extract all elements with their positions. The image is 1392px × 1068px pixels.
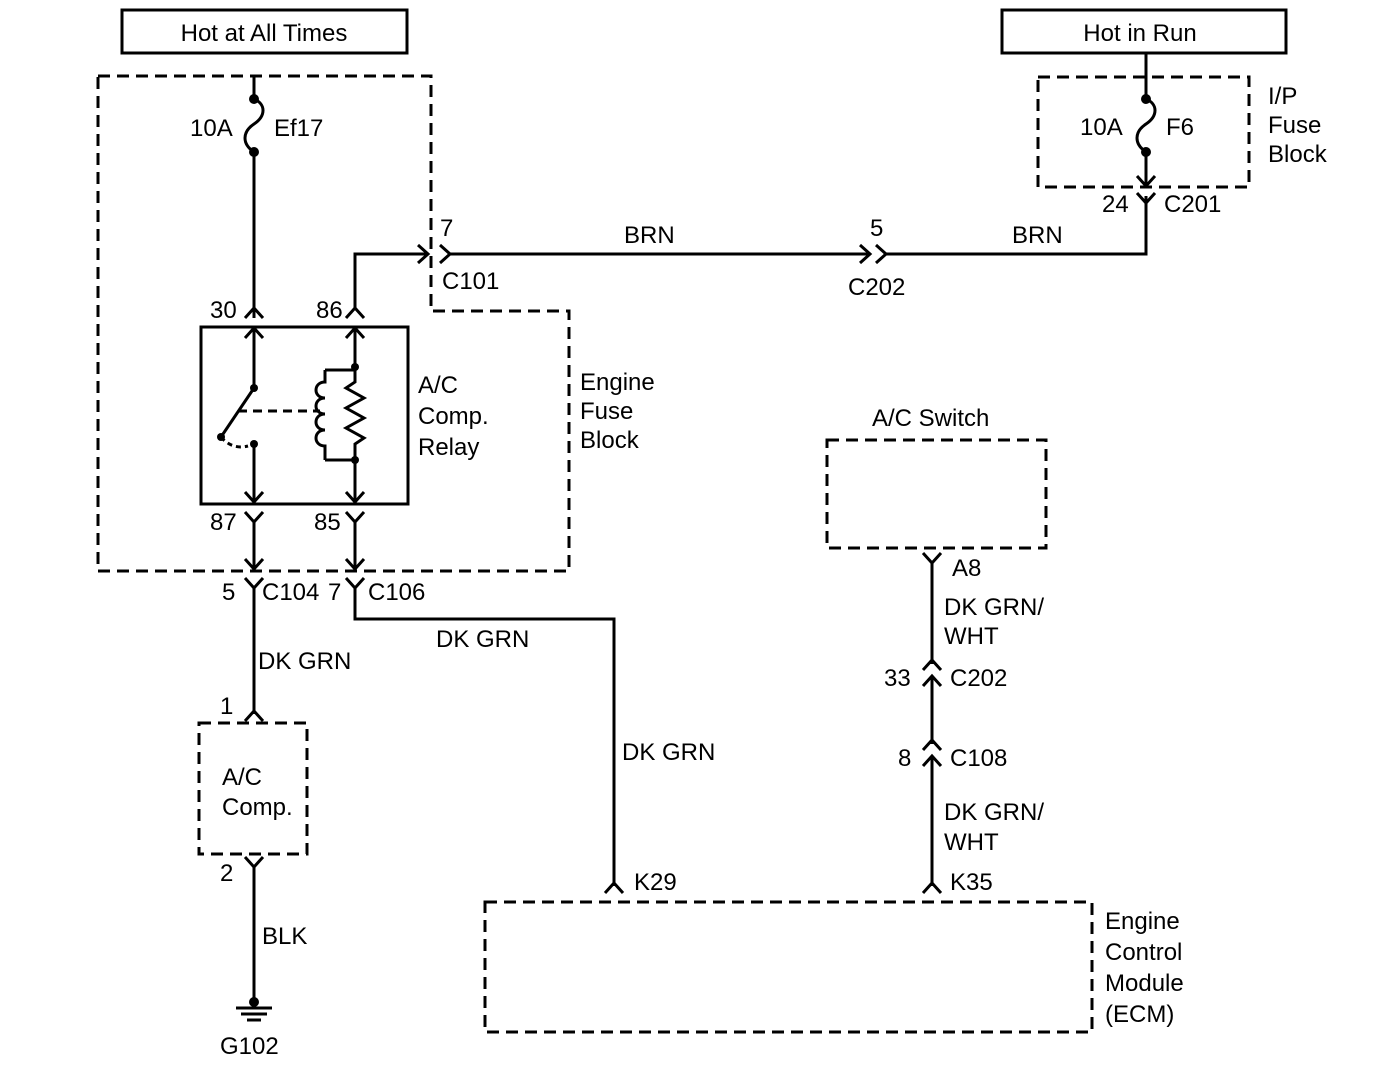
relay-pin-86-connector — [344, 305, 366, 320]
relay-pin-30-label: 30 — [210, 297, 237, 324]
wire-dkgrnwht-upper-1: DK GRN/ — [944, 594, 1044, 621]
k35-name: K35 — [950, 869, 993, 896]
c108-name: C108 — [950, 745, 1007, 772]
wire-dkgrnwht-lower-2: WHT — [944, 829, 999, 856]
c108-pin: 8 — [898, 745, 911, 772]
wire-brn-left-label: BRN — [624, 222, 675, 249]
relay-switch-nc-arc — [219, 435, 249, 449]
relay-pin-86-label: 86 — [316, 297, 343, 324]
ac-comp-pin-1-label: 1 — [220, 693, 233, 720]
ecm-label-4: (ECM) — [1105, 1001, 1174, 1028]
c202-top-pin: 5 — [870, 215, 883, 242]
fuse-ef17-name: Ef17 — [274, 115, 323, 142]
c202-mid-arrow-top — [921, 657, 943, 672]
relay-pin-87-arrow — [243, 490, 265, 505]
ground-dot — [249, 997, 259, 1007]
ip-fuse-block-label-2: Fuse — [1268, 112, 1321, 139]
hot-in-run-box — [1000, 8, 1288, 55]
connector-c101 — [438, 243, 453, 265]
relay-label-3: Relay — [418, 434, 479, 461]
connector-k35 — [921, 880, 943, 895]
relay-box — [199, 325, 410, 506]
wire-brn-right-label: BRN — [1012, 222, 1063, 249]
wire-dkgrn-c106-horizontal-label: DK GRN — [436, 626, 529, 653]
ac-switch-label: A/C Switch — [872, 405, 989, 432]
fuse-f6-symbol — [1135, 97, 1157, 154]
f6-arrow — [1135, 174, 1157, 189]
fuse-f6-name: F6 — [1166, 114, 1194, 141]
engine-fuse-block-outline — [96, 74, 571, 573]
connector-k29 — [603, 880, 625, 895]
c202-top-arrow — [858, 243, 873, 265]
a8-name: A8 — [952, 555, 981, 582]
relay-pin-85-label: 85 — [314, 509, 341, 536]
c101-arrow — [416, 243, 431, 265]
fuse-f6-rating: 10A — [1080, 114, 1123, 141]
engine-fuse-block-label-1: Engine — [580, 369, 655, 396]
connector-c202-top — [874, 243, 889, 265]
wire-brn-right — [886, 196, 1148, 256]
wire-86-up — [353, 252, 428, 308]
connector-c201 — [1135, 191, 1157, 206]
ac-comp-label-2: Comp. — [222, 794, 293, 821]
c106-name: C106 — [368, 579, 425, 606]
relay-pin-87-label: 87 — [210, 509, 237, 536]
c106-pin: 7 — [328, 579, 341, 606]
k29-name: K29 — [634, 869, 677, 896]
ip-fuse-block-outline — [1036, 75, 1251, 189]
ac-comp-pin-2-connector — [243, 855, 265, 870]
hot-in-run-label: Hot in Run — [1083, 20, 1196, 47]
wire-dkgrnwht-lower-1: DK GRN/ — [944, 799, 1044, 826]
ground-label: G102 — [220, 1033, 279, 1060]
connector-c106 — [344, 576, 366, 591]
connector-c104 — [243, 576, 265, 591]
relay-pin-87-connector — [243, 510, 265, 525]
fuse-ef17-rating: 10A — [190, 115, 233, 142]
c101-pin: 7 — [440, 215, 453, 242]
c201-name: C201 — [1164, 191, 1221, 218]
wire-c106-to-k29 — [353, 588, 616, 886]
c202-top-name: C202 — [848, 274, 905, 301]
ac-comp-pin-2-label: 2 — [220, 860, 233, 887]
wire-dkgrnwht-upper-2: WHT — [944, 623, 999, 650]
wire-blk-label: BLK — [262, 923, 307, 950]
c108-arrow-top — [921, 737, 943, 752]
ac-switch-outline — [825, 438, 1048, 550]
relay-87-down-arrow — [243, 557, 265, 572]
fuse-ef17-symbol — [243, 97, 265, 154]
connector-a8 — [921, 551, 943, 566]
ac-comp-label-1: A/C — [222, 764, 262, 791]
ac-comp-pin-1-connector — [243, 708, 265, 723]
ecm-label-1: Engine — [1105, 908, 1180, 935]
c202-mid-name: C202 — [950, 665, 1007, 692]
c104-pin: 5 — [222, 579, 235, 606]
c202-mid-pin: 33 — [884, 665, 911, 692]
relay-coil-icon — [314, 370, 327, 460]
relay-label-1: A/C — [418, 372, 458, 399]
ac-comp-outline — [197, 721, 309, 856]
c101-name: C101 — [442, 268, 499, 295]
ecm-label-3: Module — [1105, 970, 1184, 997]
ecm-outline — [483, 900, 1094, 1034]
engine-fuse-block-label-3: Block — [580, 427, 640, 454]
engine-fuse-block-label-2: Fuse — [580, 398, 633, 425]
relay-pin-85-arrow — [344, 490, 366, 505]
ip-fuse-block-label-3: Block — [1268, 141, 1328, 168]
hot-at-all-times-label: Hot at All Times — [181, 20, 348, 47]
c201-pin: 24 — [1102, 191, 1129, 218]
relay-85-down-arrow — [344, 557, 366, 572]
hot-at-all-times-box — [120, 8, 409, 55]
relay-resistor-icon — [342, 367, 368, 460]
wire-dkgrn-c104-label: DK GRN — [258, 648, 351, 675]
wire-dkgrn-vertical-label: DK GRN — [622, 739, 715, 766]
relay-label-2: Comp. — [418, 403, 489, 430]
ip-fuse-block-label-1: I/P — [1268, 83, 1297, 110]
c104-name: C104 — [262, 579, 319, 606]
relay-pin-30-connector — [243, 305, 265, 320]
relay-switch-blade — [219, 387, 256, 438]
ground-icon — [236, 1006, 272, 1022]
ecm-label-2: Control — [1105, 939, 1182, 966]
relay-pin-85-connector — [344, 510, 366, 525]
